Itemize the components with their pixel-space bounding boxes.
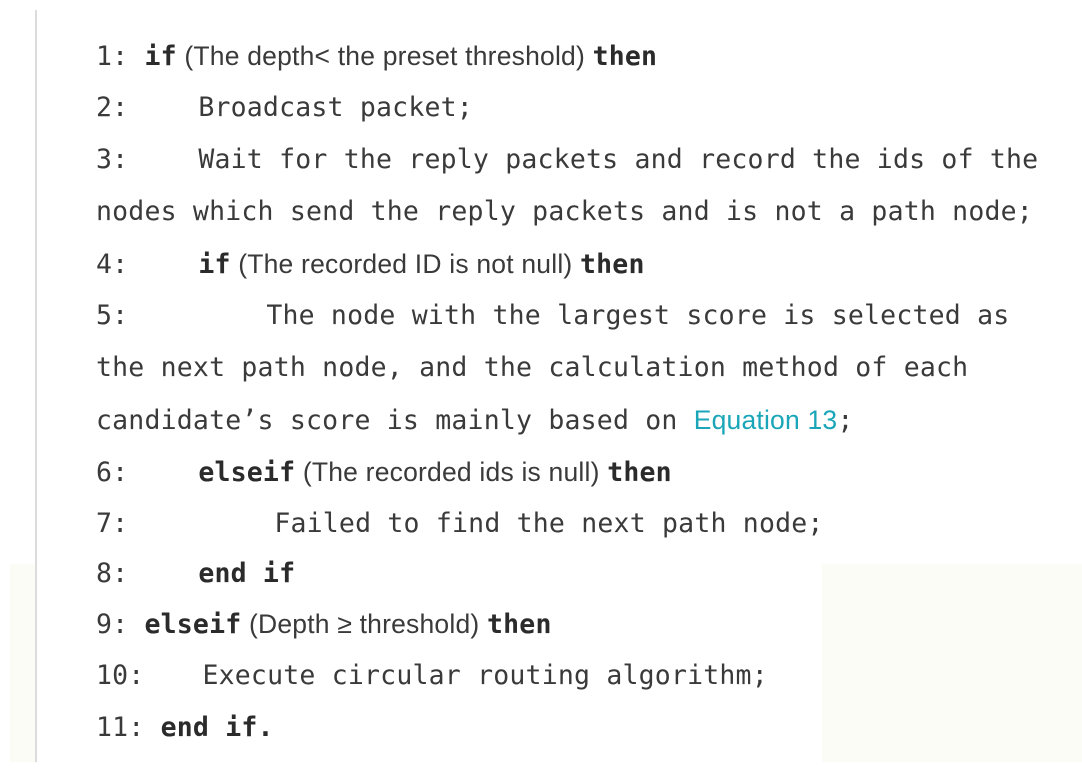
algorithm-line-8: 8: end if	[96, 550, 1042, 598]
condition-text: (The recorded ID is not null)	[230, 249, 580, 279]
statement-text: candidate’s score is mainly based on	[96, 405, 694, 436]
algorithm-line-5-continuation-b: candidate’s score is mainly based on Equ…	[96, 394, 1042, 446]
line-number: 8:	[96, 558, 129, 589]
statement-text: The node with the largest score is selec…	[266, 300, 1010, 331]
line-number: 9:	[96, 609, 129, 640]
algorithm-block: 1: if (The depth< the preset threshold) …	[96, 30, 1042, 754]
keyword-end-if: end if.	[160, 712, 274, 743]
algorithm-line-2: 2: Broadcast packet;	[96, 82, 1042, 134]
algorithm-line-7: 7: Failed to find the next path node;	[96, 498, 1042, 550]
condition-text: (The depth< the preset threshold)	[176, 41, 593, 71]
equation-link[interactable]: Equation 13	[693, 405, 838, 435]
background-tint-right	[822, 564, 1082, 762]
algorithm-line-11: 11: end if.	[96, 702, 1042, 754]
line-number: 10:	[96, 660, 145, 691]
algorithm-line-6: 6: elseif (The recorded ids is null) then	[96, 446, 1042, 498]
statement-text: Failed to find the next path node;	[274, 508, 824, 539]
left-border-rule	[35, 10, 37, 762]
statement-tail: ;	[837, 405, 854, 436]
line-number: 3:	[96, 144, 129, 175]
line-number: 11:	[96, 712, 145, 743]
algorithm-line-1: 1: if (The depth< the preset threshold) …	[96, 30, 1042, 82]
algorithm-line-4: 4: if (The recorded ID is not null) then	[96, 238, 1042, 290]
keyword-then: then	[592, 41, 658, 72]
statement-text: Wait for the reply packets and record th…	[198, 144, 1039, 175]
line-number: 6:	[96, 457, 129, 488]
line-number: 7:	[96, 508, 129, 539]
keyword-then: then	[607, 457, 672, 488]
algorithm-line-5-continuation-a: the next path node, and the calculation …	[96, 342, 1042, 394]
keyword-elseif: elseif	[198, 457, 296, 488]
algorithm-line-3: 3: Wait for the reply packets and record …	[96, 134, 1042, 186]
background-tint-left	[10, 564, 35, 762]
statement-text: the next path node, and the calculation …	[96, 352, 969, 383]
keyword-if: if	[144, 41, 177, 72]
statement-text: Execute circular routing algorithm;	[202, 660, 768, 691]
algorithm-line-10: 10: Execute circular routing algorithm;	[96, 650, 1042, 702]
condition-text: (Depth ≥ threshold)	[241, 609, 487, 639]
line-number: 1:	[96, 41, 129, 72]
line-number: 2:	[96, 92, 129, 123]
keyword-then: then	[580, 249, 645, 280]
algorithm-line-5: 5: The node with the largest score is sel…	[96, 290, 1042, 342]
statement-text: nodes which send the reply packets and i…	[96, 196, 1033, 227]
algorithm-line-9: 9: elseif (Depth ≥ threshold) then	[96, 598, 1042, 650]
keyword-then: then	[486, 609, 552, 640]
line-number: 4:	[96, 249, 129, 280]
statement-text: Broadcast packet;	[198, 92, 473, 123]
algorithm-line-3-continuation: nodes which send the reply packets and i…	[96, 186, 1042, 238]
line-number: 5:	[96, 300, 129, 331]
keyword-end-if: end if	[198, 558, 296, 589]
condition-text: (The recorded ids is null)	[295, 457, 608, 487]
keyword-if: if	[198, 249, 231, 280]
keyword-elseif: elseif	[144, 609, 242, 640]
